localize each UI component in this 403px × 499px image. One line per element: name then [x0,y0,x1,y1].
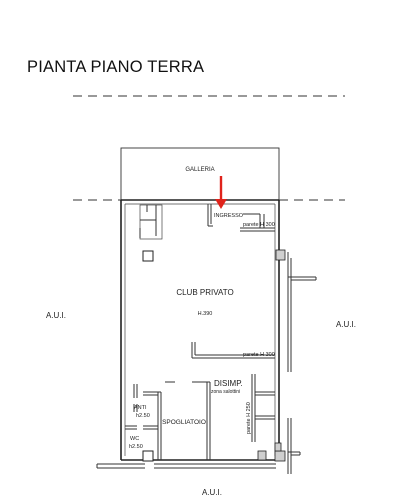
anti-height-label: h2.50 [136,413,150,419]
parete-top-label: parete H 300 [243,222,275,228]
parete-mid-label: parete H 300 [243,352,275,358]
partition-disimp [251,374,275,442]
wc-label: WC [130,436,139,442]
ingresso-label: INGRESSO [214,213,244,219]
partition-mid [191,342,275,359]
page-title: PIANTA PIANO TERRA [27,58,205,76]
aui-bottom-label: A.U.I. [202,488,222,497]
right-partitions [287,252,317,474]
disimp-label: DISIMP. [214,379,243,388]
club-height-label: H.390 [198,311,213,317]
anti-label: ANTI [134,405,147,411]
window-element-left [139,204,163,240]
aui-right-label: A.U.I. [336,320,356,329]
entrance-frame [207,204,213,227]
parete-vertical-label: parete H 250 [246,402,252,434]
outer-walls [120,199,280,461]
wc-height-label: h2.50 [129,444,143,450]
spogliatoio-label: SPOGLIATOIO [162,419,206,426]
club-label: CLUB PRIVATO [176,288,233,297]
entrance-arrow-icon [215,176,227,209]
galleria-label: GALLERIA [185,167,214,173]
partition-top [240,213,275,232]
columns [142,249,286,462]
bottom-extension [96,463,276,469]
galleria-area [120,147,280,201]
service-rooms [125,381,211,460]
zona-salottini-label: zona salottini [211,389,240,395]
aui-left-label: A.U.I. [46,311,66,320]
